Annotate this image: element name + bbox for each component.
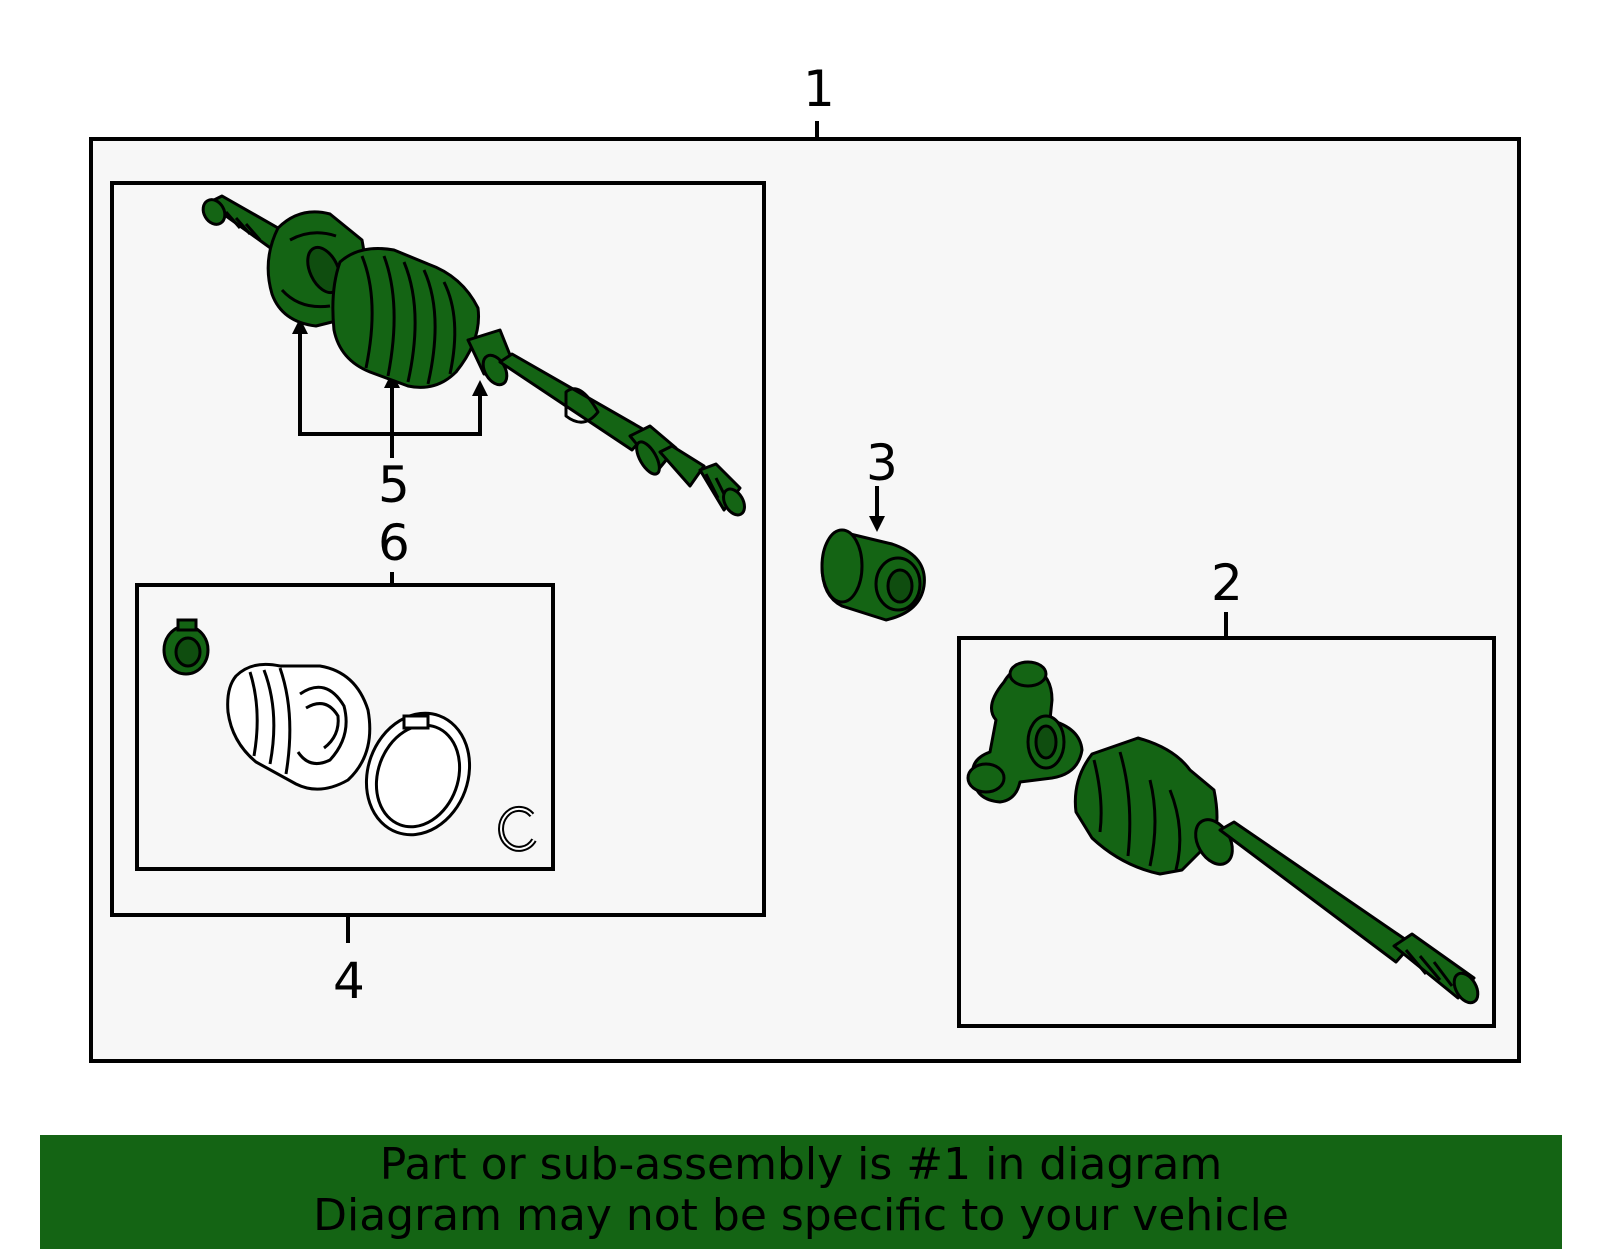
outer-cv-joint-shaft (201, 194, 746, 517)
inner-cv-joint-shaft (966, 660, 1480, 1005)
boot-kit-parts (162, 618, 537, 852)
callout-6: 6 (378, 514, 410, 572)
banner-line-2: Diagram may not be specific to your vehi… (313, 1190, 1289, 1241)
callout-2: 2 (1211, 554, 1243, 612)
banner-line-1: Part or sub-assembly is #1 in diagram (379, 1139, 1223, 1190)
tripod-housing (1073, 736, 1219, 876)
callout-3-arrowhead (869, 516, 885, 532)
dynamic-damper (820, 528, 926, 622)
callout-5-arrowhead-left (292, 318, 308, 334)
callout-5: 5 (378, 456, 410, 514)
callout-3: 3 (866, 434, 898, 492)
callout-1: 1 (803, 60, 835, 118)
disclaimer-banner: Part or sub-assembly is #1 in diagram Di… (40, 1135, 1562, 1249)
callout-5-arrowhead-right (472, 380, 488, 396)
callout-4: 4 (333, 952, 365, 1010)
